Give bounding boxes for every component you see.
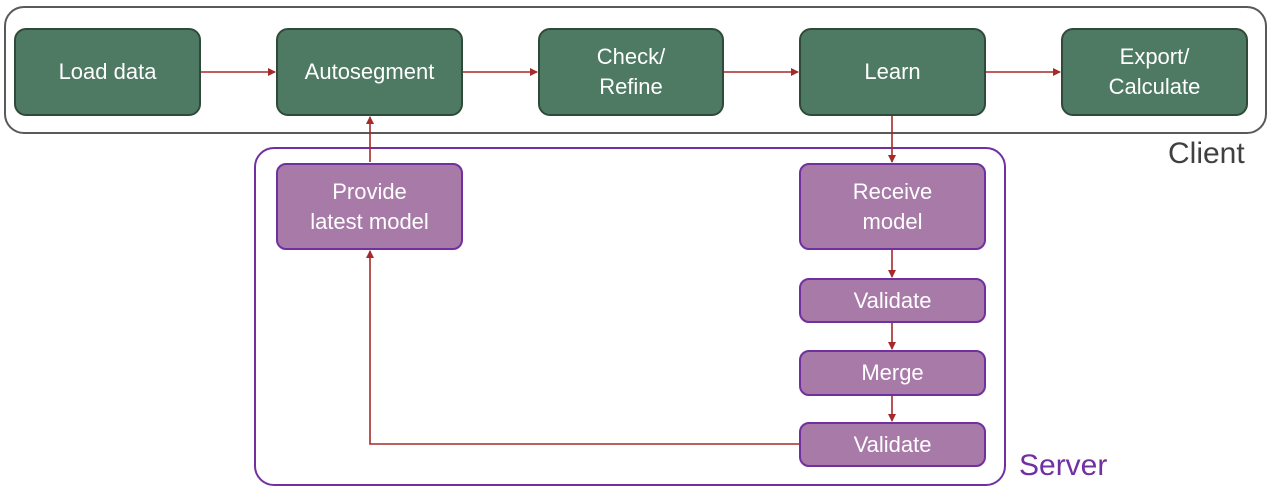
node-export-calculate: Export/ Calculate: [1061, 28, 1248, 116]
node-autosegment: Autosegment: [276, 28, 463, 116]
node-check-refine: Check/ Refine: [538, 28, 724, 116]
client-group: [4, 6, 1267, 134]
node-receive-model: Receive model: [799, 163, 986, 250]
edge-validate-to-provide: [366, 250, 799, 445]
node-learn: Learn: [799, 28, 986, 116]
server-label: Server: [1019, 449, 1108, 482]
node-provide-latest-model: Provide latest model: [276, 163, 463, 250]
node-merge: Merge: [799, 350, 986, 396]
node-validate-first: Validate: [799, 278, 986, 323]
node-load-data: Load data: [14, 28, 201, 116]
server-group: [254, 147, 1006, 486]
client-label: Client: [1168, 137, 1245, 170]
node-validate-second: Validate: [799, 422, 986, 467]
